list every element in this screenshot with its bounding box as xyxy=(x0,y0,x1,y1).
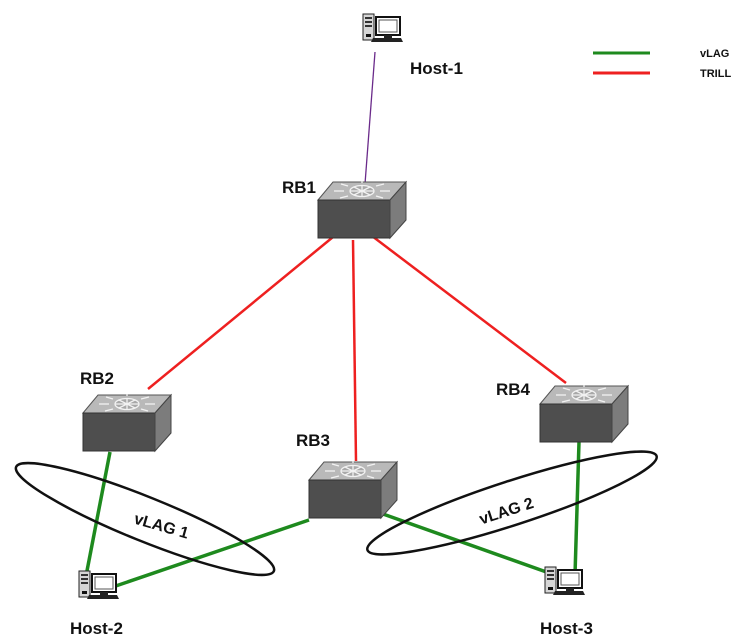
host3-computer-icon xyxy=(544,566,586,596)
trill-link-rb1-rb2 xyxy=(147,236,334,390)
vlag-link-rb4-host3 xyxy=(573,441,581,576)
rb2-switch-icon xyxy=(82,393,172,452)
vlag-link-rb2-host2 xyxy=(84,451,112,577)
host3-label: Host-3 xyxy=(540,619,593,636)
rb3-switch-icon xyxy=(308,460,398,519)
rb1-switch-icon xyxy=(317,180,407,239)
legend-vlag-label: vLAG xyxy=(700,48,729,60)
host1-label: Host-1 xyxy=(410,59,463,78)
host1-link xyxy=(364,51,376,185)
host2-label: Host-2 xyxy=(70,619,123,636)
rb1-label: RB1 xyxy=(282,178,316,197)
trill-link-rb1-rb4 xyxy=(371,235,567,384)
vlag-link-rb3-host3 xyxy=(382,512,553,576)
rb4-switch-icon xyxy=(539,384,629,443)
legend-trill-label: TRILL xyxy=(700,68,731,80)
vlag1-label: vLAG 1 xyxy=(132,511,191,543)
vlag1-ellipse xyxy=(14,461,276,577)
rb2-label: RB2 xyxy=(80,369,114,388)
host2-computer-icon xyxy=(78,570,120,600)
vlag2-label: vLAG 2 xyxy=(477,495,536,529)
vlag2-ellipse xyxy=(366,450,658,556)
rb3-label: RB3 xyxy=(296,431,330,450)
rb4-label: RB4 xyxy=(496,380,531,399)
vlag-link-rb3-host2 xyxy=(103,518,310,592)
host1-computer-icon xyxy=(362,13,404,43)
trill-link-rb1-rb3 xyxy=(351,239,358,462)
